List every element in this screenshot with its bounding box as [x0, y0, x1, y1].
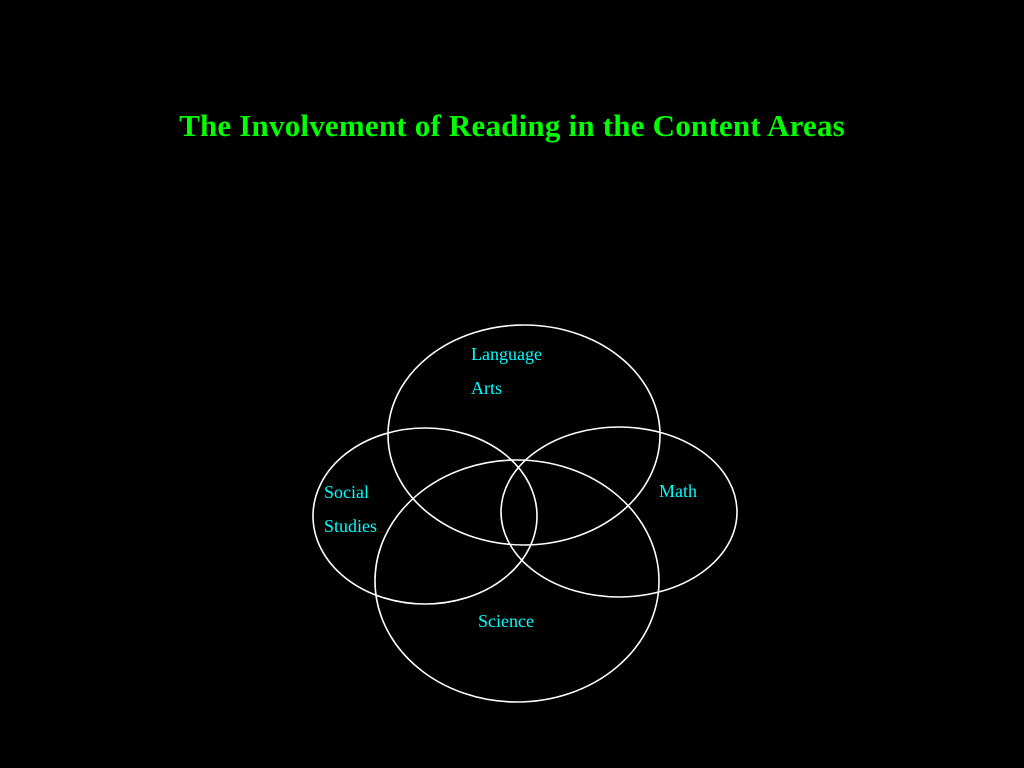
- language-arts-label: Language Arts: [471, 337, 542, 405]
- social-studies-label: Social Studies: [324, 475, 377, 543]
- language-arts-circle: [387, 324, 661, 546]
- social-studies-label-line1: Social: [324, 482, 369, 502]
- language-arts-label-line2: Arts: [471, 378, 502, 398]
- math-circle: [500, 426, 738, 598]
- social-studies-circle: [312, 427, 538, 605]
- social-studies-label-line2: Studies: [324, 516, 378, 536]
- language-arts-label-line1: Language: [471, 344, 542, 364]
- science-label-line1: Science: [478, 611, 534, 631]
- math-label: Math: [659, 474, 697, 508]
- science-label: Science: [478, 604, 534, 638]
- math-label-line1: Math: [659, 481, 697, 501]
- slide-title: The Involvement of Reading in the Conten…: [179, 108, 845, 143]
- science-circle: [374, 459, 660, 703]
